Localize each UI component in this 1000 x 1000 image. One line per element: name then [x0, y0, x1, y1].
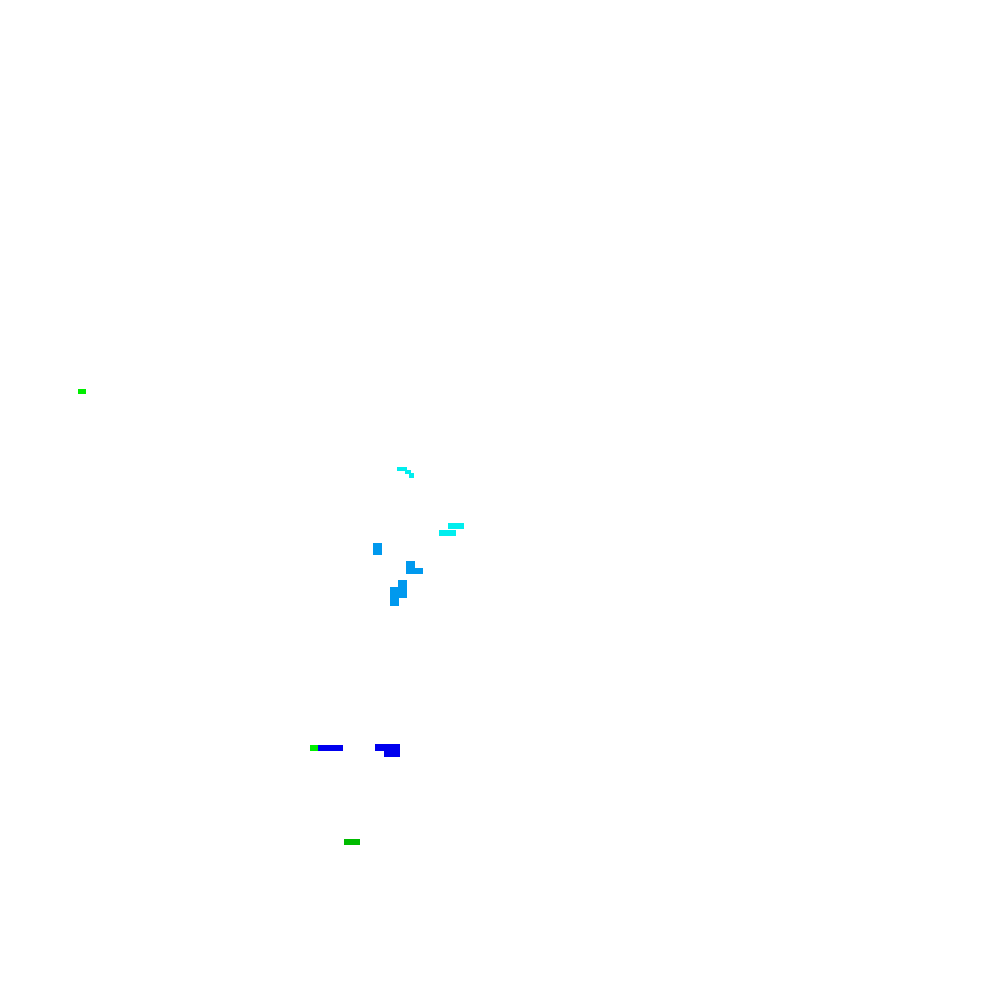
azure-stack: [390, 580, 407, 606]
blue-block: [375, 744, 400, 757]
dark-green-dash: [344, 839, 360, 845]
cyan-step: [439, 523, 464, 536]
blue-dash: [318, 745, 343, 751]
green-speck-bottom: [310, 745, 319, 751]
green-speck-left: [78, 389, 86, 394]
cyan-arc: [397, 467, 414, 478]
azure-bend: [406, 561, 423, 574]
azure-dot: [373, 543, 382, 555]
